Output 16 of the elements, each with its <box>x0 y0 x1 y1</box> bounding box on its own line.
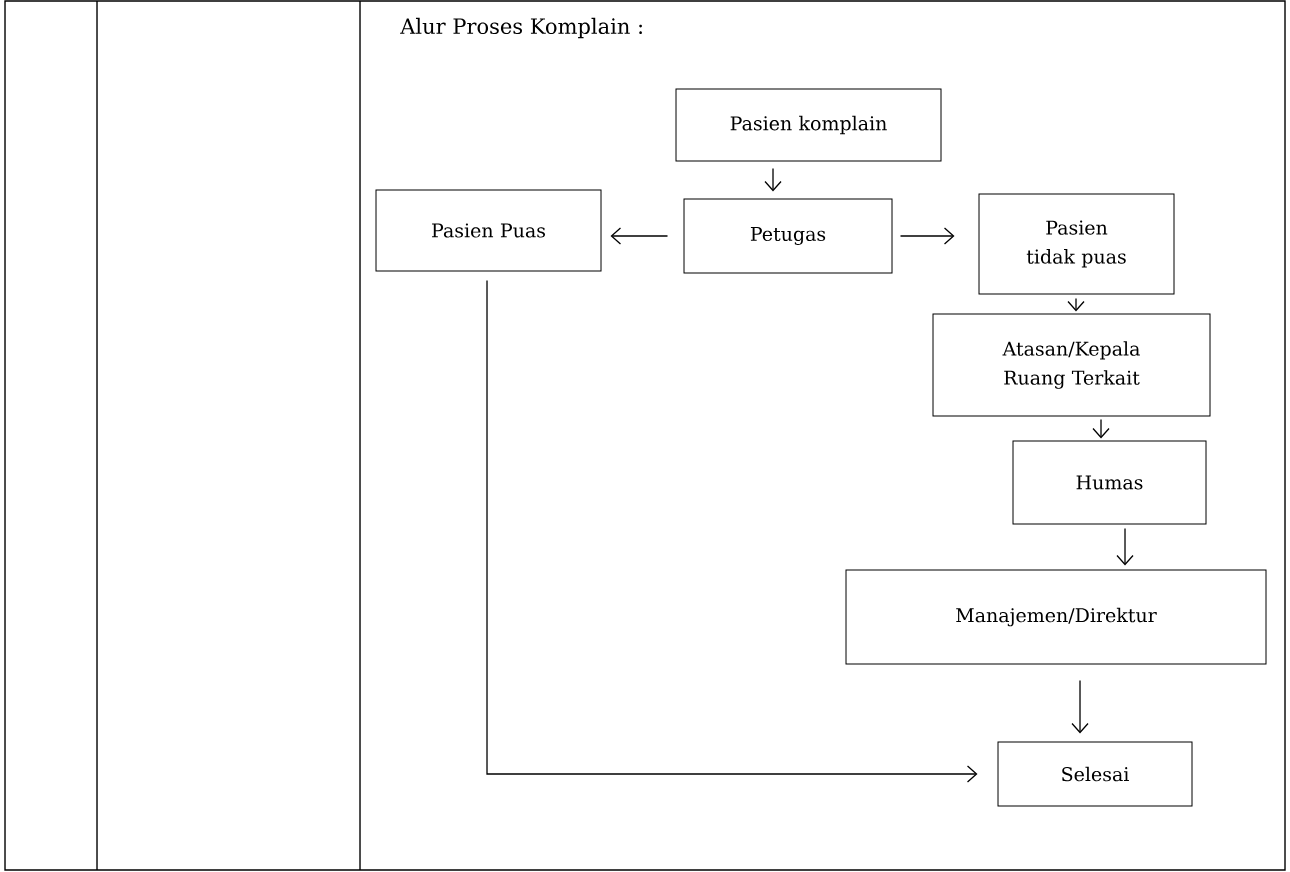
process-box: Atasan/Kepala Ruang Terkait <box>932 313 1211 417</box>
arrow <box>764 167 782 192</box>
arrow <box>1092 418 1110 439</box>
arrow <box>486 279 978 783</box>
process-box: Pasien Puas <box>375 189 602 272</box>
arrow <box>610 227 669 245</box>
arrow <box>899 227 955 245</box>
arrow <box>1116 527 1134 566</box>
arrow <box>1071 679 1089 734</box>
process-box: Pasien tidak puas <box>978 193 1175 295</box>
process-box: Petugas <box>683 198 893 274</box>
process-box: Manajemen/Direktur <box>845 569 1267 665</box>
title: Alur Proses Komplain : <box>400 17 642 39</box>
process-box: Selesai <box>997 741 1193 807</box>
process-box: Humas <box>1012 440 1207 525</box>
process-box: Pasien komplain <box>675 88 942 162</box>
